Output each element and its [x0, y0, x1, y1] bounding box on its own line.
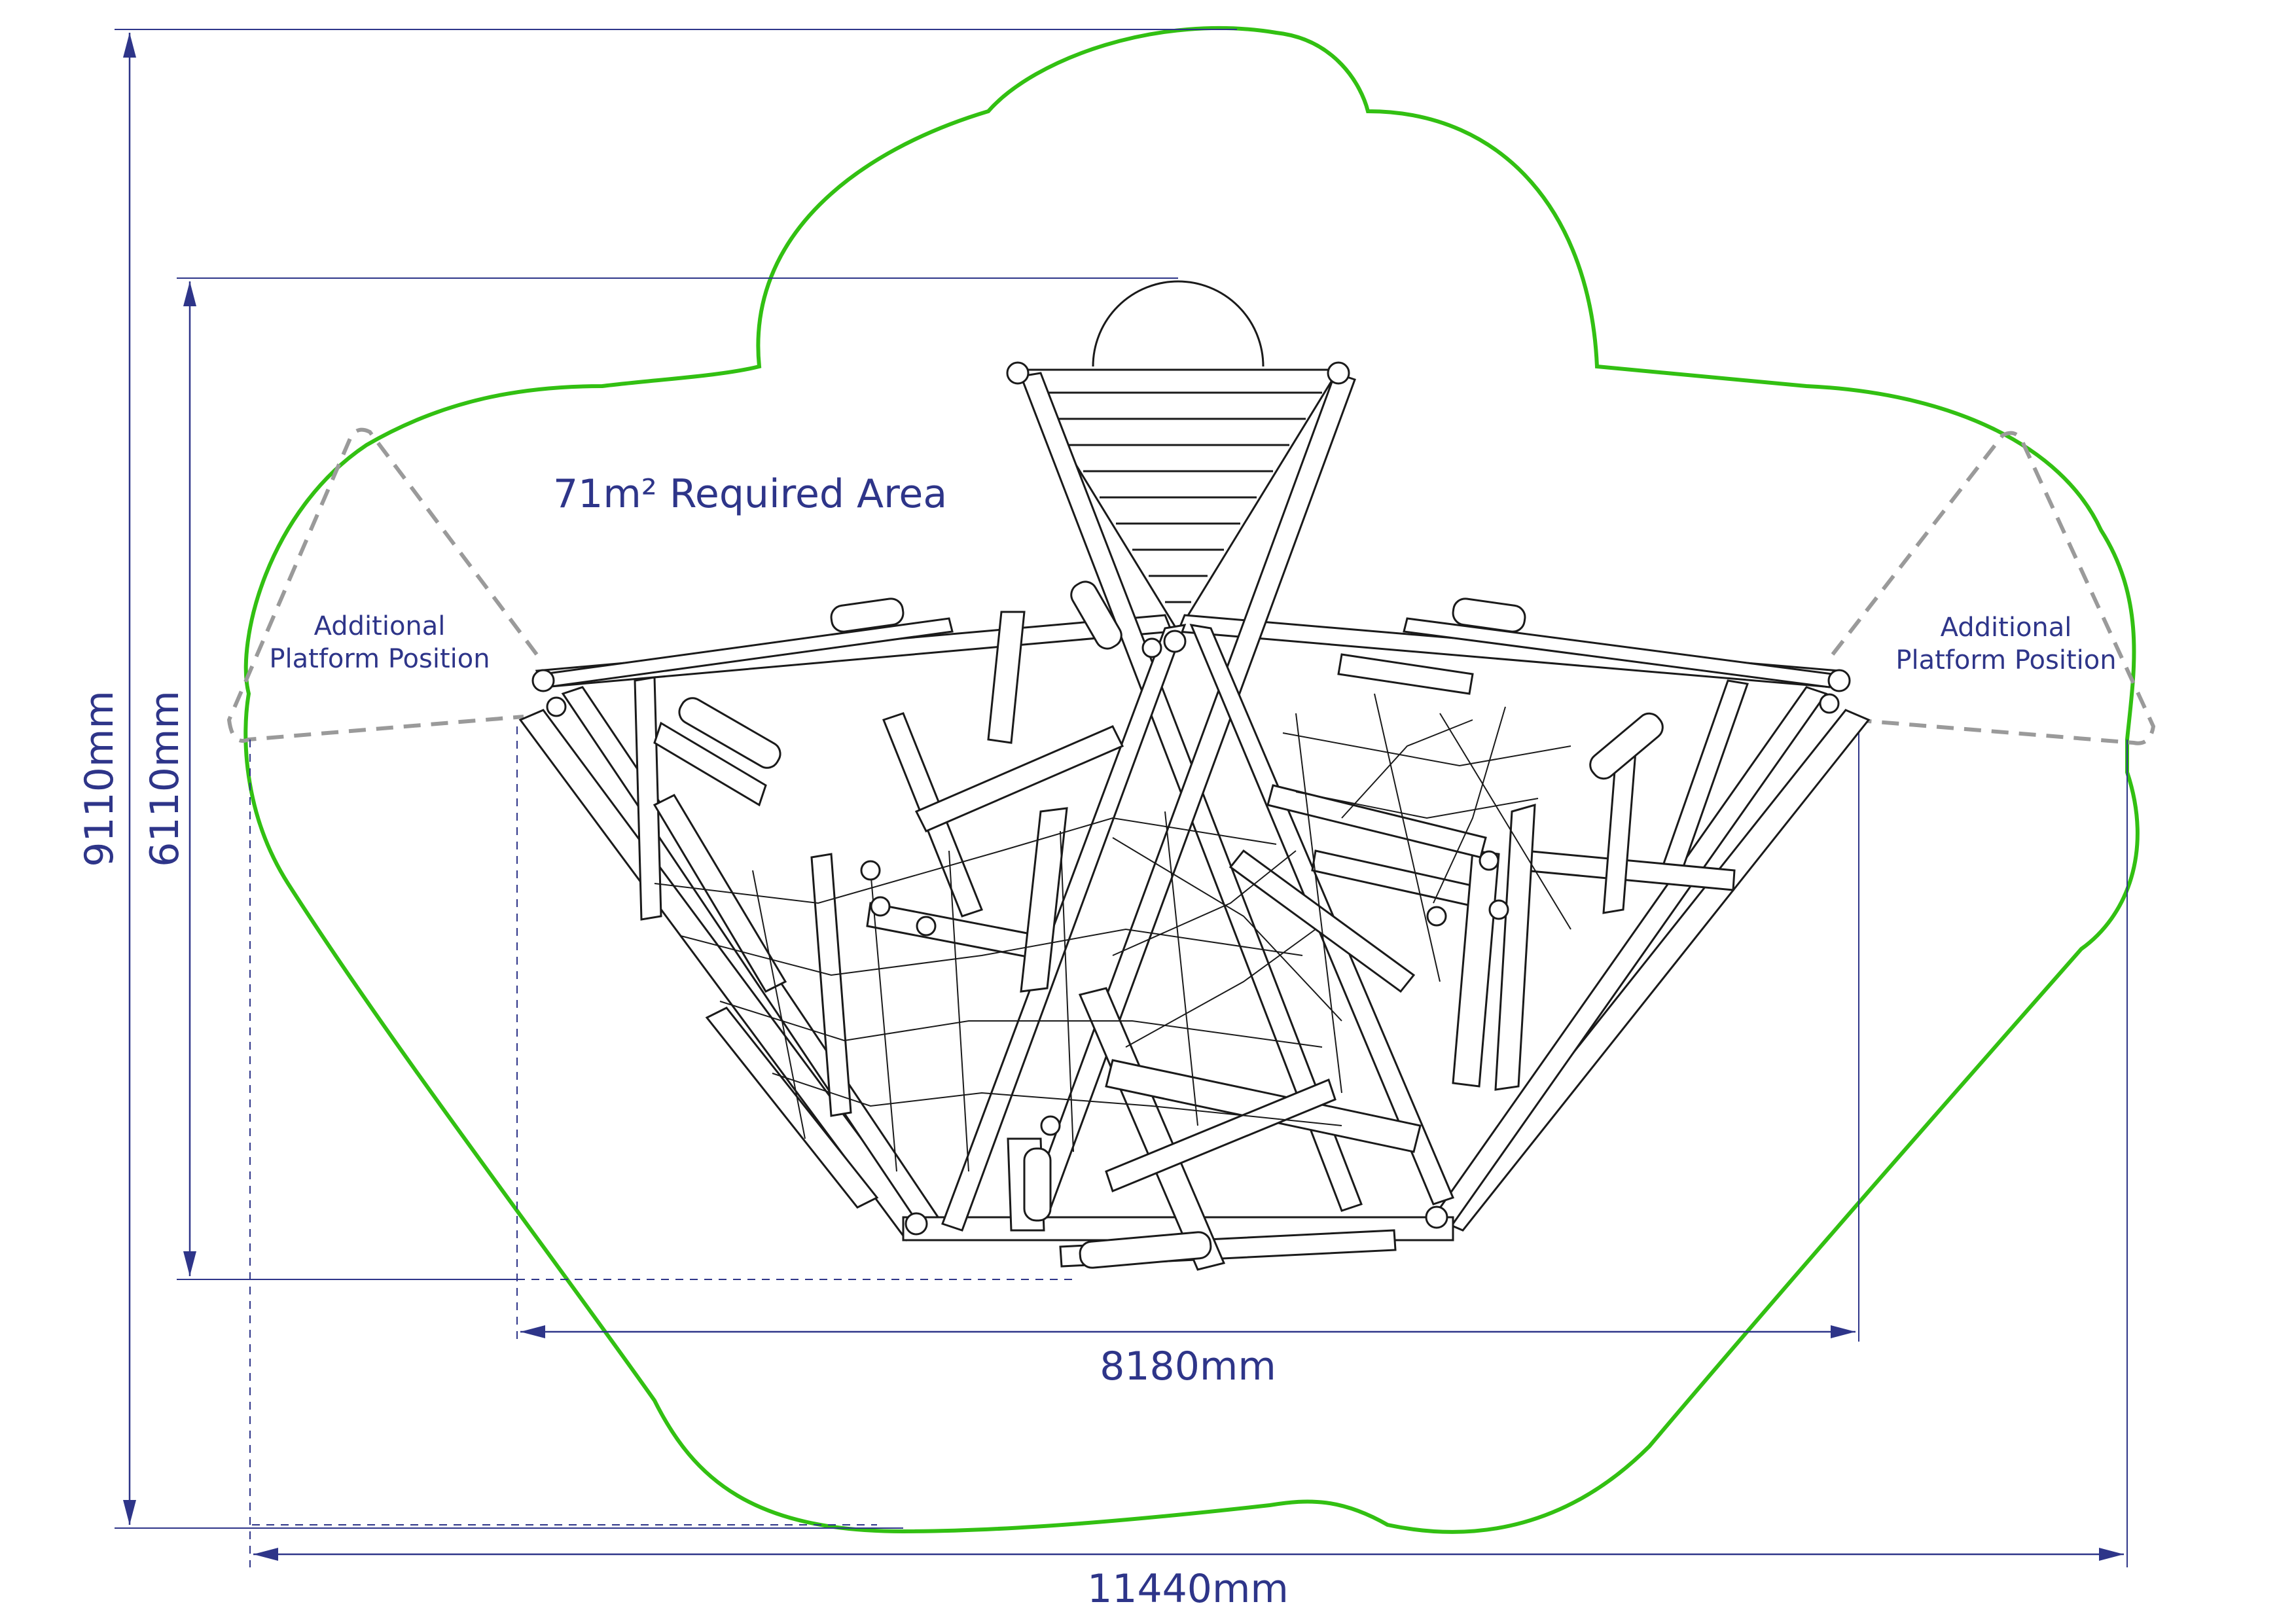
rope-net: [654, 693, 1571, 1172]
equipment-height-label: 6110mm: [142, 690, 188, 867]
equipment-width-label: 8180mm: [1100, 1344, 1276, 1389]
additional-platform-right-outline: [1831, 431, 2156, 745]
ladder-triangle: [1016, 368, 1340, 633]
ladder-rungs: [1034, 391, 1322, 603]
required-area-label: 71m² Required Area: [553, 471, 947, 517]
total-width-label: 11440mm: [1087, 1566, 1289, 1612]
safety-zone-outline: [243, 26, 2140, 1534]
additional-platform-right-label-line2: Platform Position: [1895, 645, 2116, 675]
secondary-struts: [634, 611, 1749, 1232]
hand-grips: [678, 580, 1664, 1269]
additional-platform-left-label-line2: Platform Position: [269, 644, 490, 674]
additional-platform-right-label-line1: Additional: [1941, 613, 2072, 643]
total-height-label: 9110mm: [77, 690, 122, 867]
upper-rim: [535, 614, 1841, 688]
central-poles: [941, 372, 1455, 1271]
joint-nodes: [531, 361, 1851, 1236]
climbing-net-structure: [518, 280, 1871, 1271]
top-hoop: [1092, 280, 1265, 367]
additional-platform-left-label-line1: Additional: [314, 611, 446, 641]
additional-platform-left-outline: [226, 427, 539, 743]
